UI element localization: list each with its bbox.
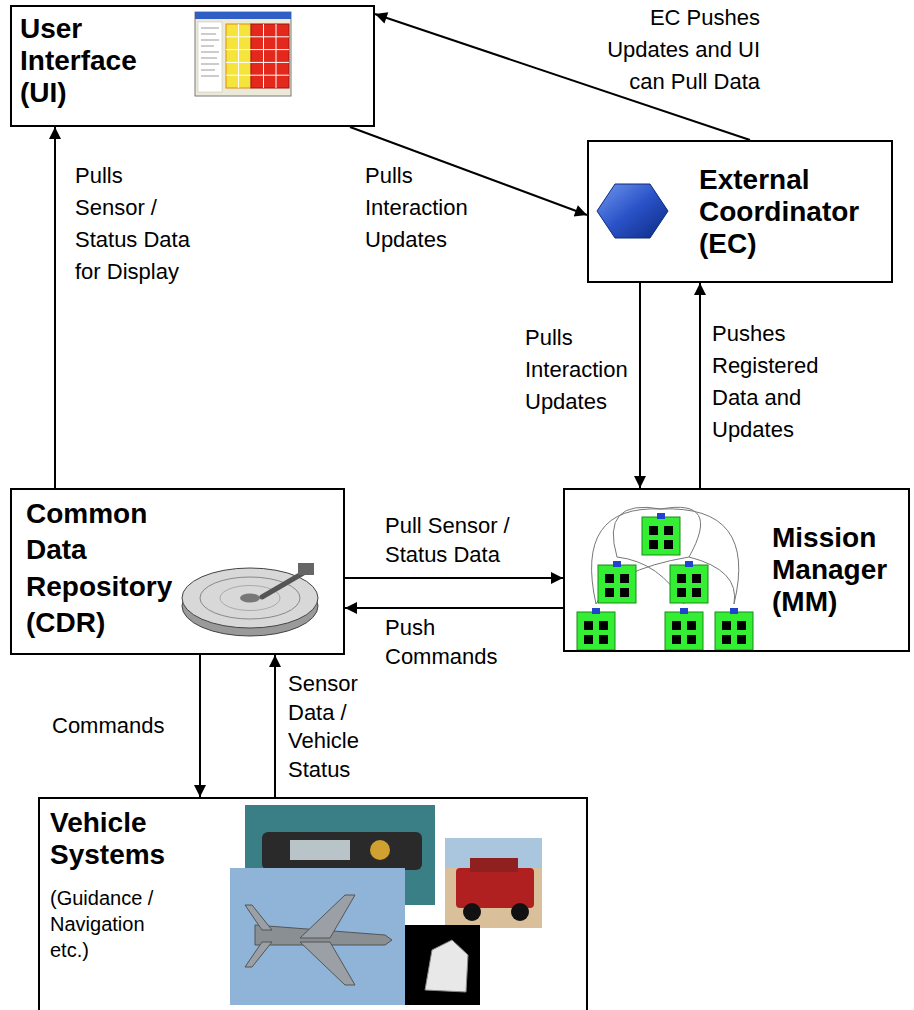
edge-label-box: Pull Sensor / Status Data: [385, 512, 525, 569]
edge-label: Pulls Sensor / Status Data for Display: [75, 163, 190, 284]
edge-label: Pulls Interaction Updates: [365, 163, 468, 252]
node-title: Vehicle Systems: [50, 807, 175, 871]
node-title: User Interface (UI): [20, 13, 170, 110]
node-title: Mission Manager (MM): [772, 522, 900, 619]
node-title: Common Data Repository (CDR): [26, 496, 186, 642]
edge-label-box: Pushes Registered Data and Updates: [712, 318, 824, 446]
arrow-connector: [345, 577, 563, 579]
edge-label: Commands: [52, 713, 164, 738]
node-subtitle: (Guidance / Navigation etc.): [50, 885, 175, 963]
ui-screenshot: [195, 12, 291, 19]
task-tree: [598, 561, 636, 603]
vehicle-photos: [300, 895, 355, 985]
disk-drive: [182, 563, 318, 636]
edge-label: Pull Sensor / Status Data: [385, 513, 510, 567]
manager-box: Mission Manager (MM): [563, 488, 910, 652]
vehicle-photos: [230, 868, 405, 1005]
task-tree: [592, 507, 739, 604]
disk-drive: [298, 563, 314, 575]
arrow-connector: [699, 283, 701, 488]
ui-screenshot: [226, 24, 289, 88]
edge-label-box: Pulls Sensor / Status Data for Display: [75, 160, 195, 288]
ui-screenshot: [198, 22, 222, 92]
vehicle-photos: [262, 832, 422, 870]
arrow-connector: [639, 283, 641, 488]
disk-drive: [262, 572, 305, 597]
task-tree: [665, 608, 703, 650]
arrow-connector: [274, 655, 276, 797]
edge-label: Pushes Registered Data and Updates: [712, 321, 818, 442]
vehicle-photos: [470, 858, 518, 872]
edge-label-box: Commands: [52, 710, 192, 742]
hexagon-icon: [597, 184, 668, 238]
vehicle-photos: [230, 805, 542, 1005]
task-tree: [715, 608, 753, 650]
vehicle-photos: [405, 925, 480, 1005]
edge-label-box: Sensor Data / Vehicle Status: [288, 670, 368, 784]
vehicle-photos: [511, 903, 529, 921]
vehicle-photos: [445, 838, 542, 928]
ui-screenshot: [195, 12, 291, 96]
disk-drive: [240, 594, 260, 603]
edge-label-box: Push Commands: [385, 614, 525, 671]
hexagon-icon: [597, 184, 668, 238]
coordinator-box: External Coordinator (EC): [587, 140, 893, 283]
connectors: [55, 14, 750, 797]
task-tree: [670, 561, 708, 603]
vehicle-photos: [463, 903, 481, 921]
repository-box: Common Data Repository (CDR): [10, 488, 345, 655]
task-tree: [642, 513, 680, 555]
edge-label: EC Pushes Updates and UI can Pull Data: [607, 5, 760, 94]
vehicle-photos: [290, 840, 350, 860]
arrow-connector: [54, 127, 56, 488]
edge-label: Pulls Interaction Updates: [525, 325, 628, 414]
arrow-connector: [199, 655, 201, 797]
ui-screenshot: [201, 28, 219, 76]
node-title: External Coordinator (EC): [699, 164, 889, 261]
vehicle-photos: [425, 940, 468, 992]
edge-label: Push Commands: [385, 615, 497, 669]
edge-label-box: EC Pushes Updates and UI can Pull Data: [566, 2, 760, 98]
vehicle-photos: [456, 868, 534, 908]
edge-label-box: Pulls Interaction Updates: [365, 160, 480, 256]
edge-label: Sensor Data / Vehicle Status: [288, 671, 359, 782]
disk-drive: [182, 568, 318, 628]
vehicle-box: Vehicle Systems (Guidance / Navigation et…: [38, 797, 588, 1010]
vehicle-photos: [370, 840, 390, 860]
ui-box: User Interface (UI): [10, 5, 375, 127]
arrow-connector: [345, 607, 563, 609]
edge-label-box: Pulls Interaction Updates: [525, 322, 633, 418]
task-tree: [577, 608, 615, 650]
task-tree: [577, 507, 753, 650]
vehicle-photos: [245, 905, 272, 967]
ui-screenshot: [251, 24, 289, 88]
ui-screenshot: [195, 12, 291, 96]
